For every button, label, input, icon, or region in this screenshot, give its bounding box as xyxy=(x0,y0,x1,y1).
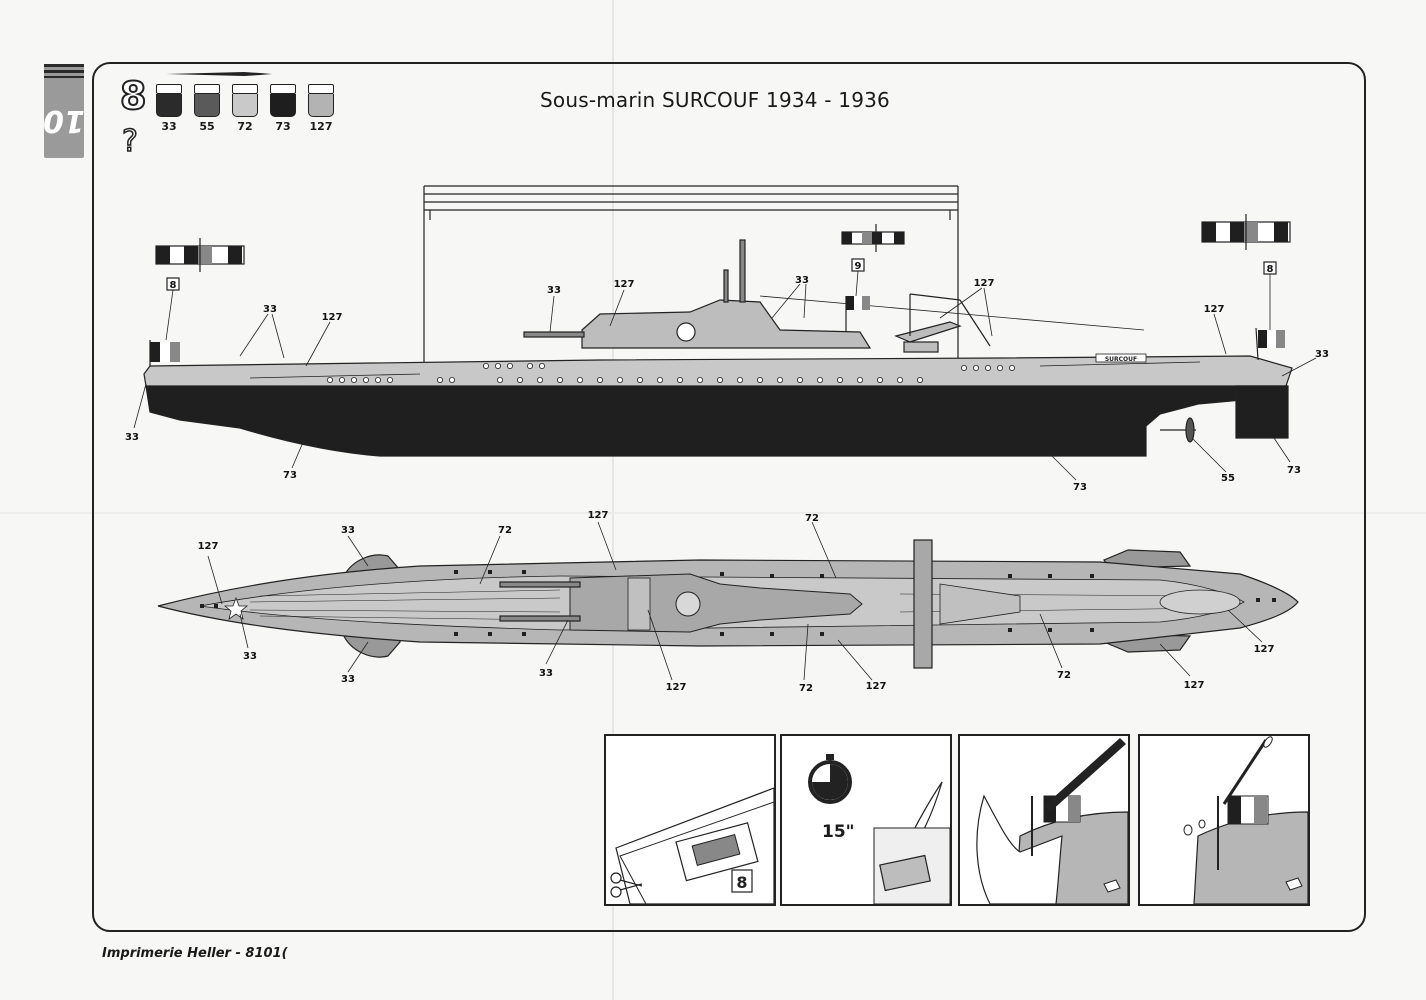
paint-code: 127 xyxy=(309,120,333,133)
color-callout: 33 xyxy=(341,525,355,536)
color-callout: 33 xyxy=(539,668,553,679)
upper-hull xyxy=(143,355,1293,387)
paint-code: 55 xyxy=(199,120,215,133)
side-view: SURCOUF xyxy=(125,185,1329,493)
soak-time: 15" xyxy=(822,822,855,842)
color-callout: 73 xyxy=(1287,465,1301,476)
scissors-icon xyxy=(610,872,643,898)
color-callout: 33 xyxy=(125,432,139,443)
page-title: Sous-marin SURCOUF 1934 - 1936 xyxy=(540,88,890,112)
step-number: 8 xyxy=(119,73,147,119)
paper-fold-vertical xyxy=(612,0,614,1000)
flag-icon xyxy=(845,296,870,332)
twin-gun xyxy=(499,615,581,622)
instruction-step-cut-decal: 8 xyxy=(604,734,776,906)
color-callout: 127 xyxy=(1254,644,1275,655)
cut-decal-illustration: 8 xyxy=(610,787,775,905)
decal-number: 8 xyxy=(1267,264,1274,275)
color-callout: 127 xyxy=(866,681,887,692)
page-tab-stripes xyxy=(44,64,84,78)
paint-jar-icon xyxy=(156,84,182,117)
instruction-frame xyxy=(92,62,1366,932)
paint-code: 73 xyxy=(275,120,291,133)
flag-decal-swatch xyxy=(841,224,905,252)
decal-number-box xyxy=(731,869,753,893)
flag-decal-swatch xyxy=(1201,214,1291,250)
deck-bollards xyxy=(200,570,1276,636)
blot-decal-illustration xyxy=(1183,736,1309,905)
paint-jar-icon xyxy=(194,84,220,117)
color-callout: 127 xyxy=(198,541,219,552)
decal-number: 8 xyxy=(736,873,747,892)
color-callout: 33 xyxy=(1315,349,1329,360)
printer-footer: Imprimerie Heller - 8101( xyxy=(102,946,288,961)
question-icon: ? xyxy=(121,123,138,160)
color-callout: 73 xyxy=(1073,482,1087,493)
hull-name: SURCOUF xyxy=(1105,356,1137,363)
star-icon xyxy=(223,596,249,620)
instruction-step-apply-decal xyxy=(958,734,1130,906)
lower-hull xyxy=(145,385,1288,457)
instruction-step-blot-decal xyxy=(1138,734,1310,906)
flag-decal-swatch xyxy=(155,238,245,272)
rudder xyxy=(1235,385,1289,439)
paint-legend: 33 55 72 73 127 xyxy=(156,70,336,133)
color-callout: 72 xyxy=(805,513,819,524)
color-callout: 127 xyxy=(322,312,343,323)
color-callout: 72 xyxy=(799,683,813,694)
flag-icon xyxy=(1255,327,1285,361)
flag-icon xyxy=(149,340,180,366)
paintbrush-icon xyxy=(1044,738,1126,812)
page-tab: 10 xyxy=(43,64,85,158)
crane-beam xyxy=(913,539,933,669)
life-ring xyxy=(676,322,696,342)
periscope xyxy=(739,239,746,303)
paintbrush-icon xyxy=(166,72,272,76)
color-callout: 127 xyxy=(1184,680,1205,691)
decal-number: 8 xyxy=(170,280,177,291)
stopwatch-icon xyxy=(808,754,852,804)
color-callout: 33 xyxy=(795,275,809,286)
crane xyxy=(894,321,962,343)
decal-number: 9 xyxy=(855,261,862,272)
paint-jar-icon xyxy=(308,84,334,117)
color-callout: 33 xyxy=(243,651,257,662)
color-callout: 33 xyxy=(341,674,355,685)
soak-decal-illustration xyxy=(808,754,951,905)
apply-decal-illustration xyxy=(976,738,1129,905)
color-callout: 127 xyxy=(974,278,995,289)
hull-portholes xyxy=(326,362,1016,383)
twin-gun xyxy=(499,581,581,588)
color-callout: 72 xyxy=(1057,670,1071,681)
cotton-swab-icon xyxy=(1222,739,1268,805)
paint-jar-icon xyxy=(232,84,258,117)
deck-gun xyxy=(523,331,585,338)
top-view: 127 33 72 127 72 33 127 33 127 72 127 72… xyxy=(157,510,1299,694)
color-callout: 33 xyxy=(547,285,561,296)
color-callout: 73 xyxy=(283,470,297,481)
propeller-icon xyxy=(1160,417,1196,443)
paper-fold-horizontal xyxy=(0,512,1426,514)
paint-jar-icon xyxy=(270,84,296,117)
color-callout: 33 xyxy=(263,304,277,315)
instruction-step-soak-decal: 15" xyxy=(780,734,952,906)
color-callout: 72 xyxy=(498,525,512,536)
hull-name-plate xyxy=(1095,353,1147,363)
color-callout: 127 xyxy=(588,510,609,521)
paint-code: 33 xyxy=(161,120,177,133)
conning-tower xyxy=(581,299,872,349)
paint-code: 72 xyxy=(237,120,253,133)
color-callout: 55 xyxy=(1221,473,1235,484)
color-callout: 127 xyxy=(666,682,687,693)
color-callout: 127 xyxy=(614,279,635,290)
color-callout: 127 xyxy=(1204,304,1225,315)
